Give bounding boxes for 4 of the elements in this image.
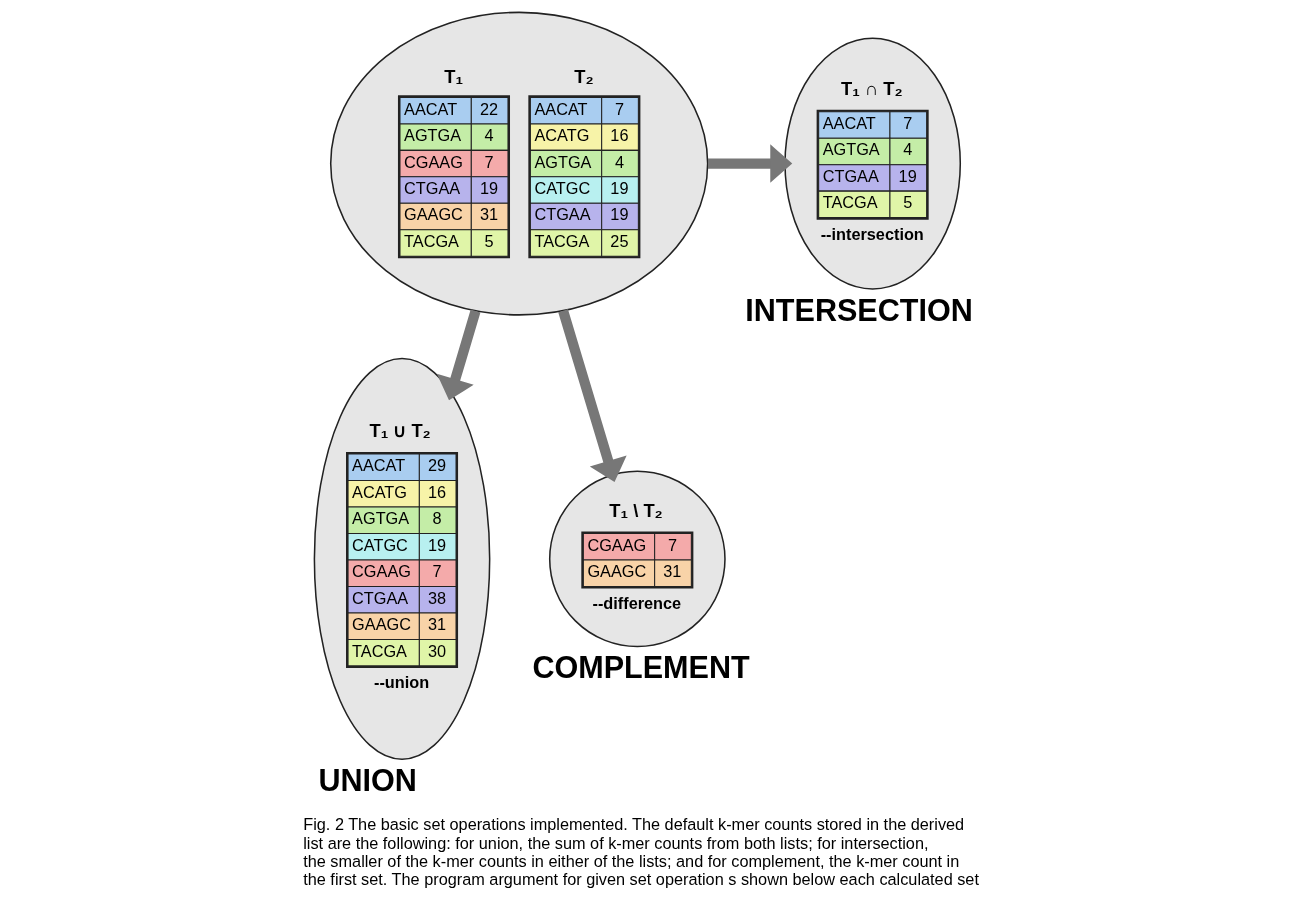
caption: Fig. 2 The basic set operations implemented. The default k-mer counts stored in the derived list are the following: for union, the sum of k-mer counts from both lists; for intersection, the smaller of the k-mer counts in either of the lists; and for complement, the k-mer count in the first set. The program argument for given set operation s shown below each calculated set bbox=[303, 815, 979, 889]
node-label: COMPLEMENT bbox=[532, 650, 750, 685]
node-label: INTERSECTION bbox=[745, 292, 973, 327]
node-label: UNION bbox=[318, 762, 417, 797]
